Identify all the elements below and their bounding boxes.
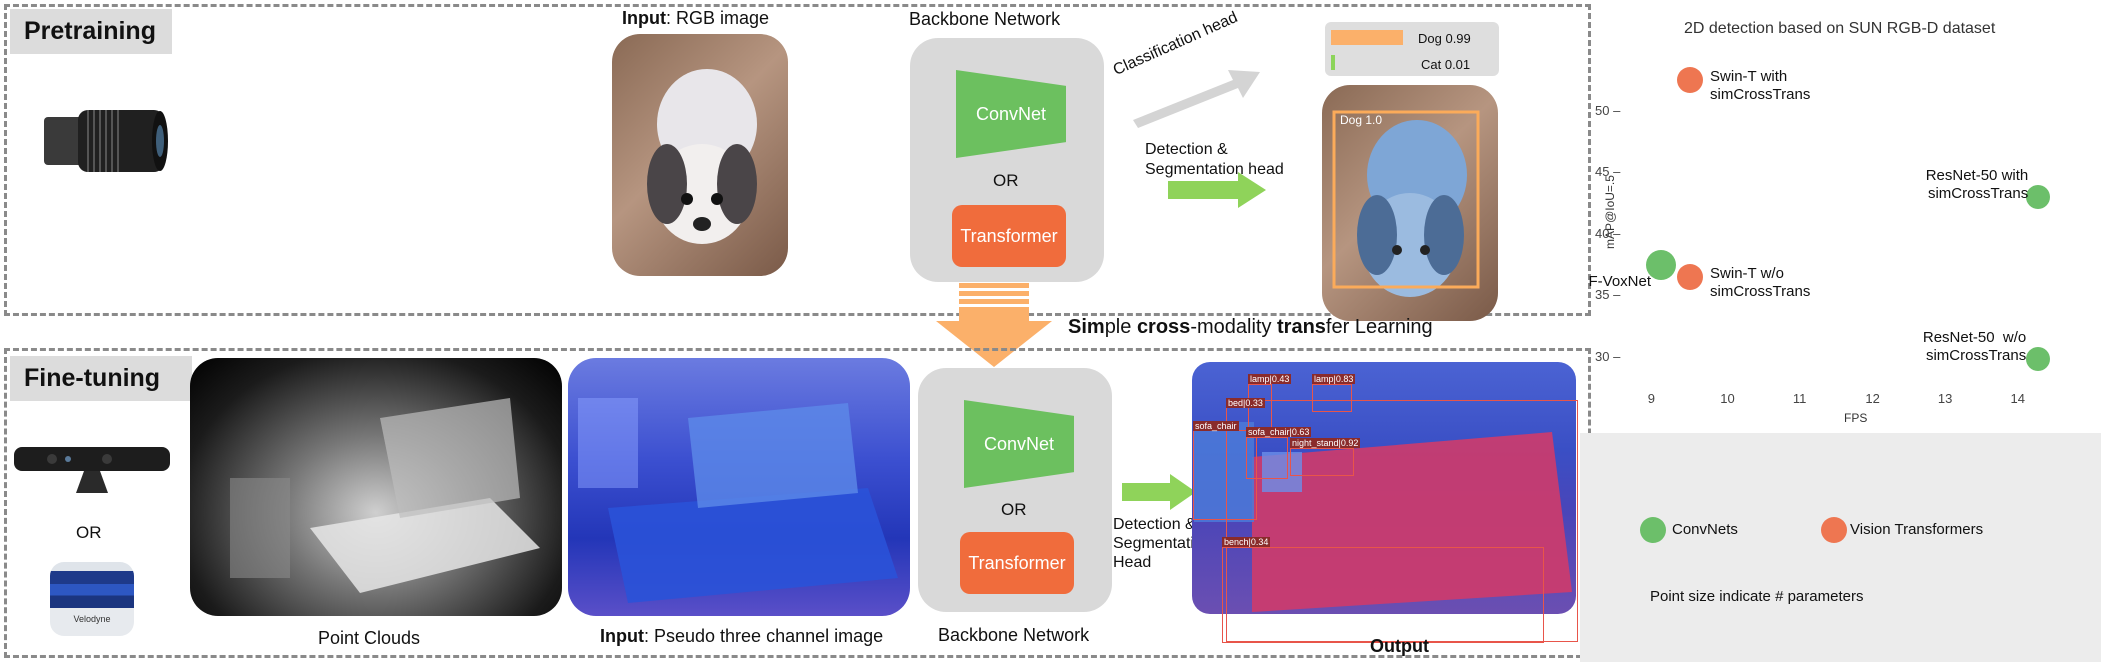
input-bold-text: Input xyxy=(622,8,666,28)
y-tick-label: 45 – xyxy=(1595,164,1621,180)
transfer-down-arrow xyxy=(936,283,1052,367)
dog-bar-label: Dog 0.99 xyxy=(1418,31,1471,46)
data-point xyxy=(1646,249,1677,280)
finetune-detection-arrow xyxy=(1122,474,1196,510)
finetune-transformer-block: Transformer xyxy=(960,532,1074,594)
lidar-brand-text: Velodyne xyxy=(73,614,111,624)
legend-convnets-label: ConvNets xyxy=(1672,521,1738,538)
pretraining-frame xyxy=(4,4,1591,316)
legend-size-note: Point size indicate # parameters xyxy=(1650,588,1864,605)
det-tag-bed: bed|0.33 xyxy=(1226,398,1265,408)
pretrain-transformer-block: Transformer xyxy=(952,205,1066,267)
pseudo-image xyxy=(568,358,910,616)
x-tick-label: 10 xyxy=(1720,391,1735,406)
y-tick-label: 40 – xyxy=(1595,225,1621,241)
finetune-convnet-block: ConvNet xyxy=(964,400,1074,488)
legend-vision-transformers-marker xyxy=(1821,517,1847,543)
cat-bar xyxy=(1331,55,1335,70)
data-point-label: F-VoxNet xyxy=(1588,272,1652,290)
x-tick-label: 9 xyxy=(1647,391,1655,406)
method-title: Simple cross-modality transfer Learning xyxy=(1068,316,1433,339)
legend-panel xyxy=(1580,433,2101,662)
title-part-4: -modality xyxy=(1190,316,1278,338)
pretraining-label: Pretraining xyxy=(10,9,172,54)
finetune-backbone-title: Backbone Network xyxy=(938,625,1090,645)
dog-bar xyxy=(1331,30,1403,45)
det-tag-lamp-1: lamp|0.43 xyxy=(1248,374,1292,384)
det-tag-sofa-chair-2: sofa_chair|0.63 xyxy=(1246,427,1312,437)
dog-detection-label: Dog 1.0 xyxy=(1340,113,1383,127)
output-caption: Output xyxy=(1370,636,1429,656)
dog-detection-photo: Dog 1.0 xyxy=(1322,85,1498,321)
pretrain-or-text: OR xyxy=(993,171,1019,190)
kinect-sensor-icon xyxy=(14,447,170,493)
det-tag-night-stand: night_stand|0.92 xyxy=(1290,438,1361,448)
pretrain-backbone-title: Backbone Network xyxy=(909,9,1061,29)
data-point xyxy=(2026,347,2051,372)
legend-vision-transformers-label: Vision Transformers xyxy=(1850,521,1984,538)
data-point-label: ResNet-50 with simCrossTrans xyxy=(1925,167,2029,203)
det-tag-lamp-2: lamp|0.83 xyxy=(1312,374,1356,384)
y-tick-label: 35 – xyxy=(1595,287,1621,303)
x-tick-label: 12 xyxy=(1865,391,1880,406)
data-point-label: Swin-T w/o simCrossTrans xyxy=(1710,264,1811,300)
det-tag-bench: bench|0.34 xyxy=(1222,537,1271,547)
finetune-detection-head-label: Detection & Segmentation Head xyxy=(1113,516,1212,571)
dog-photo xyxy=(612,34,788,276)
chart-title: 2D detection based on SUN RGB-D dataset xyxy=(1684,20,1996,37)
data-point xyxy=(2026,185,2051,210)
classification-arrow xyxy=(1133,70,1260,128)
point-cloud-image xyxy=(190,358,562,616)
data-point-label: ResNet-50 w/o simCrossTrans xyxy=(1922,329,2027,365)
det-box-bench xyxy=(1222,547,1544,643)
legend-convnets-marker xyxy=(1640,517,1666,543)
title-part-6: fer Learning xyxy=(1325,316,1433,338)
pretrain-detection-arrow xyxy=(1168,172,1266,208)
finetune-sensor-or-text: OR xyxy=(76,523,102,542)
finetune-or-text: OR xyxy=(1001,500,1027,519)
det-tag-sofa-chair-1: sofa_chair xyxy=(1193,421,1239,431)
pretrain-detection-head-label: Detection & Segmentation head xyxy=(1145,141,1284,178)
title-part-3: cross xyxy=(1136,316,1191,338)
y-tick-label: 30 – xyxy=(1595,348,1621,364)
x-tick-label: 11 xyxy=(1792,391,1807,406)
title-part-1: Sim xyxy=(1068,316,1105,338)
pretrain-convnet-block: ConvNet xyxy=(956,70,1066,158)
point-clouds-caption: Point Clouds xyxy=(318,628,421,648)
x-tick-label: 13 xyxy=(1937,391,1953,406)
x-tick-label: 14 xyxy=(2010,391,2025,406)
finetune-input-bold-text: Input xyxy=(600,626,644,646)
finetune-input-rest-text: : Pseudo three channel image xyxy=(643,626,884,646)
finetuning-label: Fine-tuning xyxy=(10,356,192,401)
pseudo-input-caption: Input: Pseudo three channel image xyxy=(600,626,883,647)
det-box-sofa-chair-2 xyxy=(1246,437,1288,479)
data-point xyxy=(1677,263,1704,290)
cat-bar-label: Cat 0.01 xyxy=(1421,57,1471,72)
det-box-bed xyxy=(1226,400,1578,642)
lidar-sensor-icon: Velodyne xyxy=(50,562,134,636)
title-part-5: trans xyxy=(1277,316,1326,338)
chart-x-axis-label: FPS xyxy=(1844,411,1868,425)
det-box-lamp-2 xyxy=(1312,384,1352,412)
title-part-2: ple xyxy=(1104,316,1137,338)
data-point xyxy=(1677,67,1704,94)
input-rest-text: : RGB image xyxy=(665,8,770,28)
pretrain-input-caption: Input: RGB image xyxy=(622,8,769,29)
data-point-label: Swin-T with simCrossTrans xyxy=(1710,68,1811,104)
camera-lens-icon xyxy=(44,110,168,172)
det-box-night-stand xyxy=(1290,448,1354,476)
y-tick-label: 50 – xyxy=(1595,103,1621,119)
